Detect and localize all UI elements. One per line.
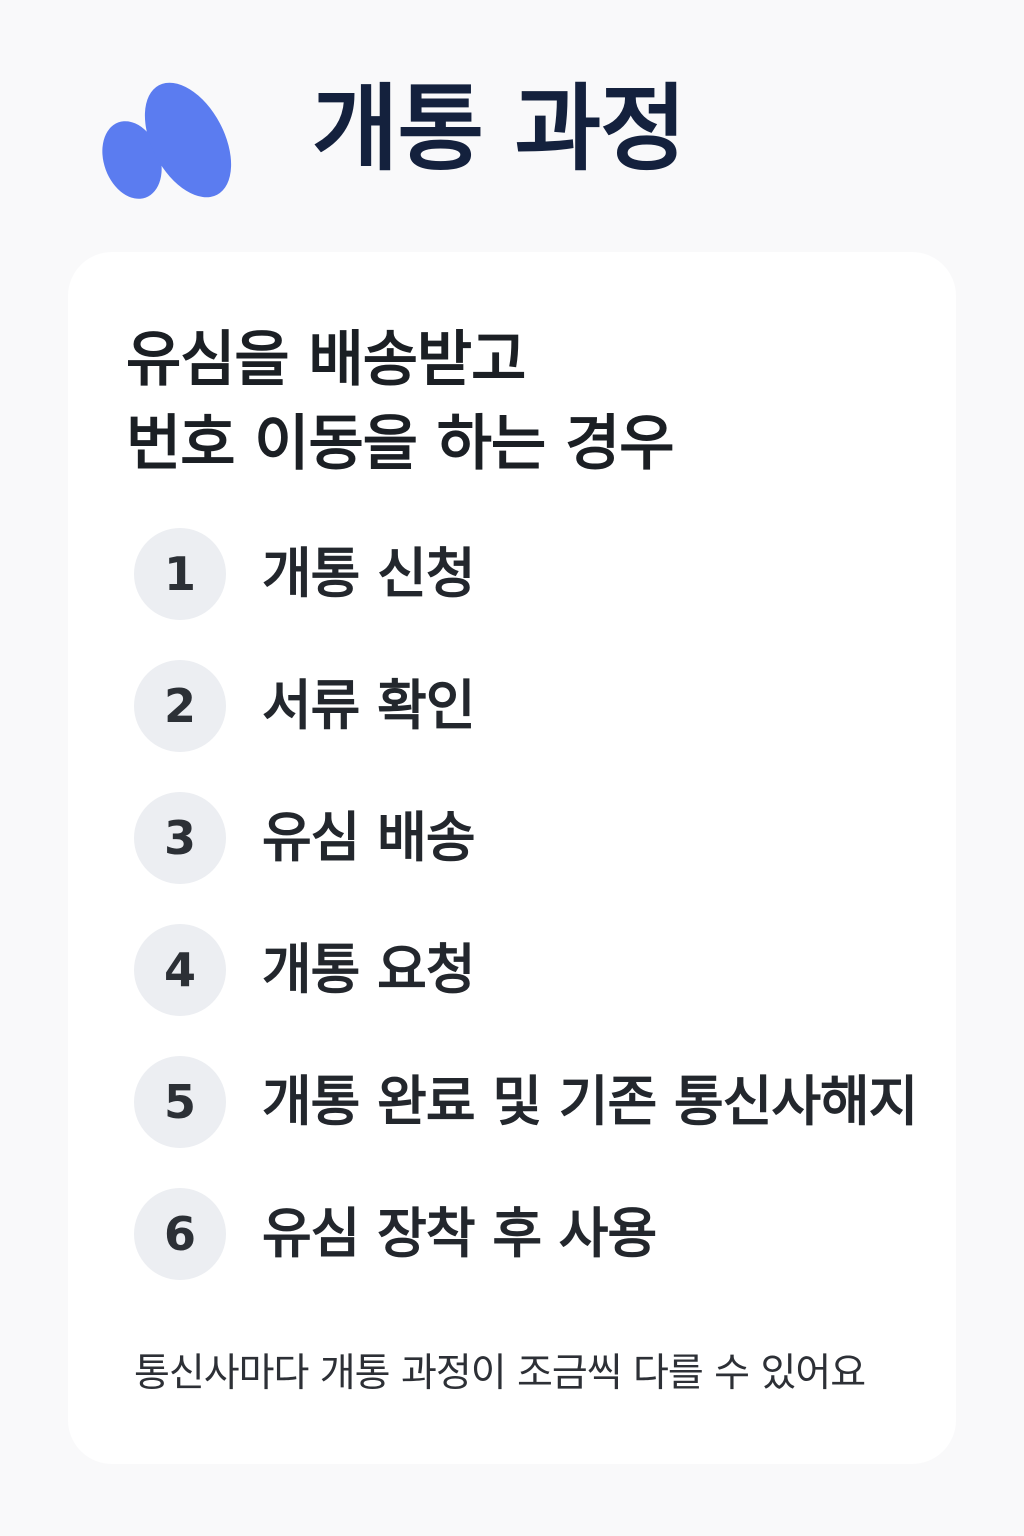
step-number-badge: 3 [134, 792, 226, 884]
step-item-4: 4 개통 요청 [134, 924, 917, 1056]
step-label: 개통 요청 [262, 938, 476, 1001]
step-label: 유심 배송 [262, 806, 476, 869]
step-number-badge: 4 [134, 924, 226, 1016]
step-label: 서류 확인 [262, 674, 476, 737]
card-heading-line2: 번호 이동을 하는 경우 [126, 409, 674, 479]
card-heading-line1: 유심을 배송받고 [126, 325, 526, 395]
step-item-1: 1 개통 신청 [134, 528, 917, 660]
step-item-2: 2 서류 확인 [134, 660, 917, 792]
step-number-badge: 5 [134, 1056, 226, 1148]
step-label: 개통 신청 [262, 542, 476, 605]
brand-logo-icon [102, 82, 232, 199]
step-item-5: 5 개통 완료 및 기존 통신사해지 [134, 1056, 918, 1188]
page-title: 개통 과정 [312, 75, 687, 184]
step-number-badge: 2 [134, 660, 226, 752]
step-number-badge: 6 [134, 1188, 226, 1280]
footnote: 통신사마다 개통 과정이 조금씩 다를 수 있어요 [134, 1351, 866, 1396]
step-item-3: 3 유심 배송 [134, 792, 917, 924]
step-number-badge: 1 [134, 528, 226, 620]
card-heading: 유심을 배송받고 번호 이동을 하는 경우 [126, 318, 886, 486]
step-label: 개통 완료 및 기존 통신사해지 [262, 1070, 918, 1133]
process-card: 유심을 배송받고 번호 이동을 하는 경우 1 개통 신청 2 서류 확인 3 … [68, 252, 956, 1464]
step-label: 유심 장착 후 사용 [262, 1202, 657, 1265]
steps-list: 1 개통 신청 2 서류 확인 3 유심 배송 4 개통 요청 5 개통 완료 … [134, 528, 918, 1320]
step-item-6: 6 유심 장착 후 사용 [134, 1188, 917, 1320]
